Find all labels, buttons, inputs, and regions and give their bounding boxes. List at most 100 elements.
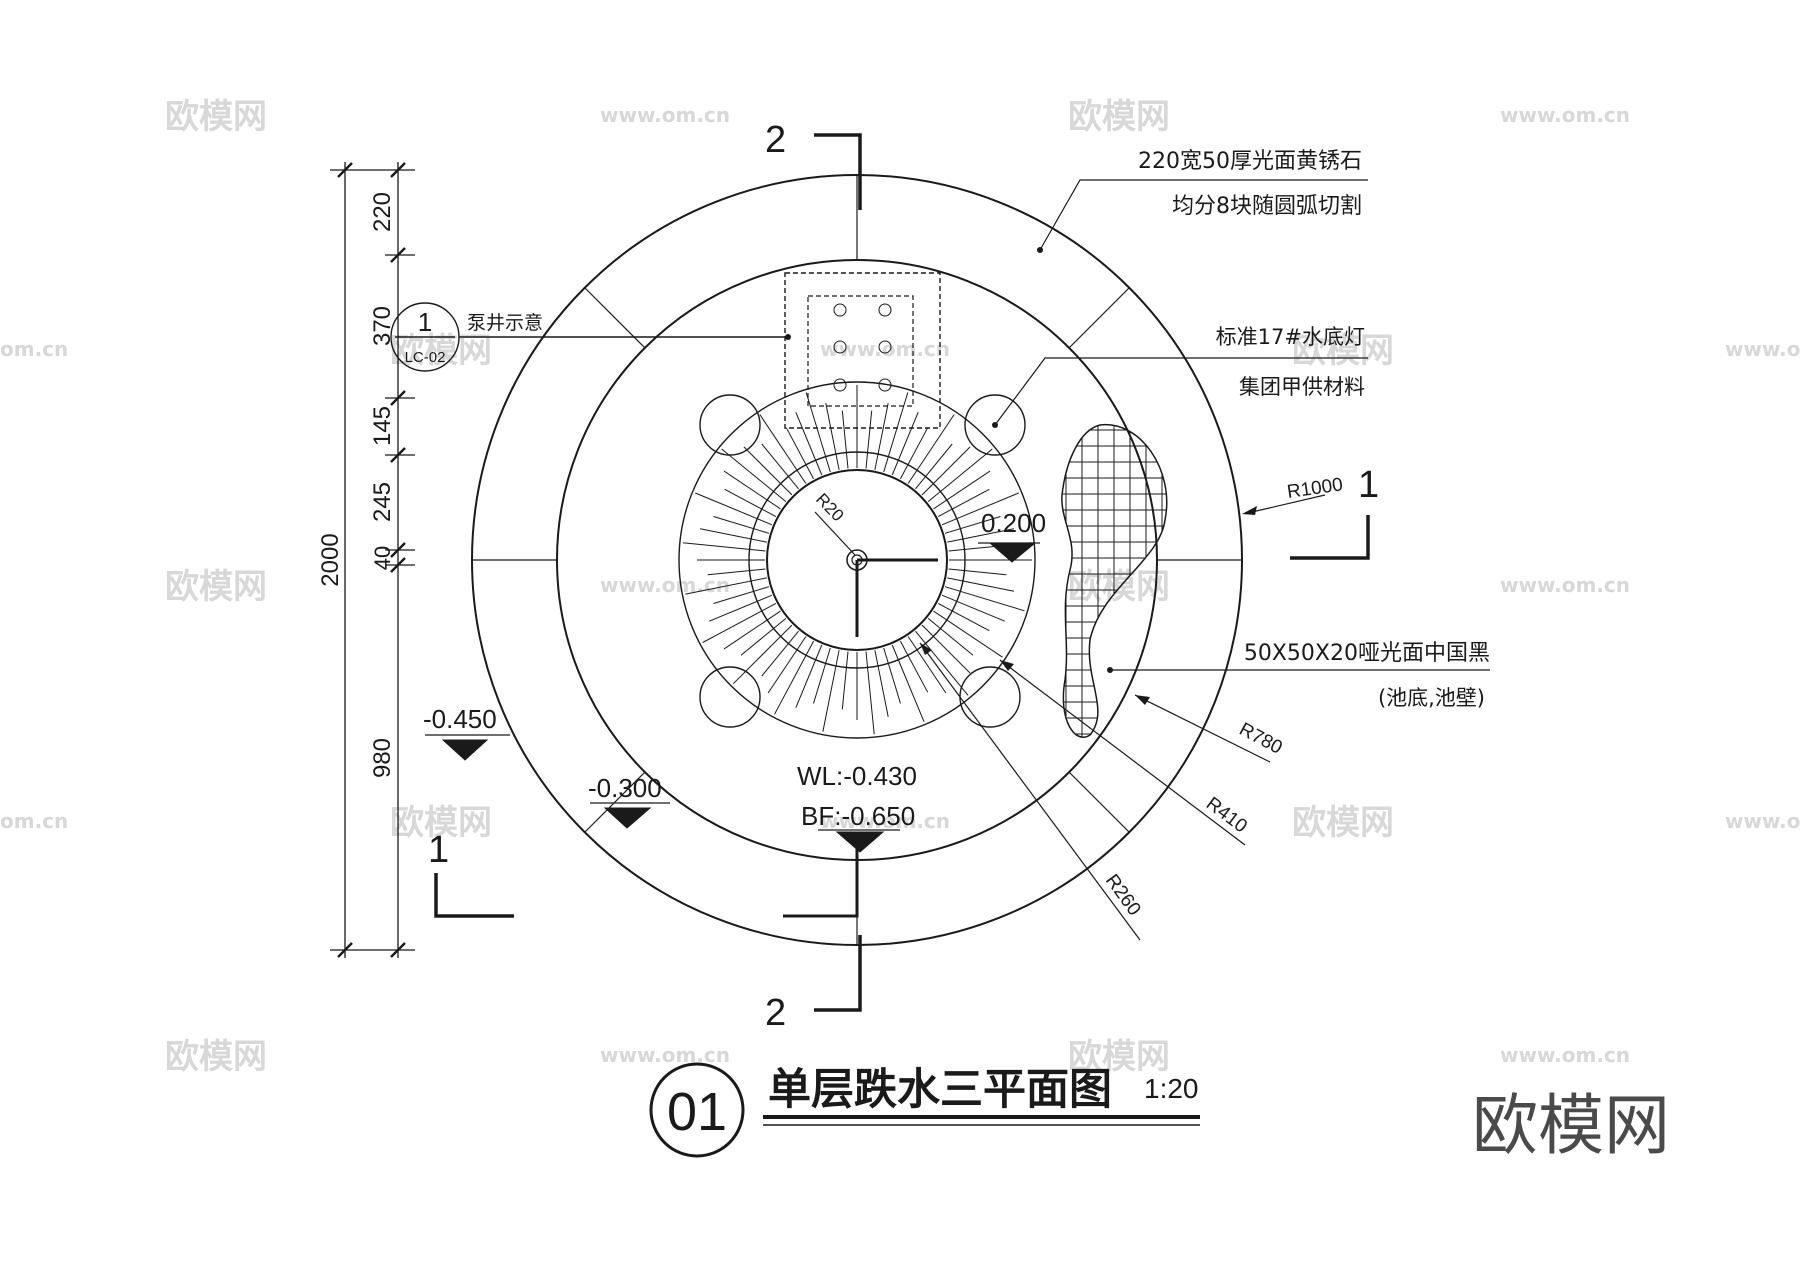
coping-joint: [584, 287, 646, 349]
pump-nozzle: [833, 303, 847, 317]
r20-leader: [814, 511, 856, 556]
detail-ref-label: 泵井示意: [467, 312, 543, 334]
pump-well: [784, 272, 941, 429]
title-block: [649, 1062, 1200, 1158]
dim-tick: [337, 162, 406, 958]
spray-ray: [937, 488, 990, 518]
leader-ends: [920, 247, 1257, 705]
spray-ray: [822, 650, 840, 732]
spray-ray: [685, 577, 767, 595]
spray-ray: [700, 528, 767, 543]
watermark-brand: 欧模网: [1292, 331, 1394, 371]
section-1-right-label: 1: [1358, 464, 1379, 506]
leader-arrow: [920, 643, 932, 655]
watermark-site: www.om.cn: [600, 103, 730, 127]
spray-ray: [883, 392, 909, 473]
title-scale: 1:20: [1144, 1073, 1199, 1104]
spray-ray: [759, 414, 807, 484]
underwater-light: [699, 394, 761, 456]
detail-leader-dot: [785, 334, 791, 340]
coping-joint: [1068, 771, 1130, 833]
spray-ray: [874, 650, 889, 717]
spray-ray: [785, 427, 815, 480]
basin-circle-r410: [678, 381, 1036, 739]
leader-dot: [992, 422, 998, 428]
dim-total: 2000: [317, 533, 344, 586]
spray-ray: [915, 630, 969, 696]
leader-dot: [1107, 667, 1113, 673]
spray-ray: [933, 610, 1003, 658]
spray-ray: [795, 644, 823, 708]
spray-ray: [723, 610, 781, 650]
spray-ray: [743, 446, 793, 496]
spray-ray: [795, 412, 823, 476]
radius-label-r1000: R1000: [1286, 474, 1344, 503]
pump-nozzle: [878, 340, 892, 354]
spray-ray: [761, 443, 799, 490]
spray-ray: [761, 630, 799, 677]
section-cuts: [434, 133, 1370, 1012]
spray-ray: [723, 470, 781, 510]
detail-ref-sheet: LC-02: [405, 349, 446, 366]
watermark-site: www.om.cn: [1500, 103, 1630, 127]
spray-ray: [713, 586, 770, 604]
detail-ref-number: 1: [418, 307, 432, 337]
spray-ray: [774, 640, 815, 715]
water-spray-rays: [682, 385, 1032, 735]
brand-watermark: 欧模网: [1472, 1087, 1670, 1164]
watermark-brand: 欧模网: [165, 1037, 267, 1077]
water-level-label: WL:-0.430: [797, 761, 917, 791]
dim-segment-145: 145: [369, 406, 396, 446]
dim-segment-40: 40: [370, 546, 395, 570]
spray-ray: [702, 602, 777, 643]
watermark-partial: om.cn: [0, 337, 68, 361]
r1000-leader: [1251, 494, 1326, 513]
spray-ray: [944, 516, 1001, 534]
level-label-0200: 0.200: [981, 508, 1046, 538]
weir-circle: [766, 469, 948, 651]
underwater-light: [959, 666, 1021, 728]
stone-leader: [1039, 179, 1368, 251]
spray-ray: [899, 427, 929, 480]
watermark-brand: 欧模网: [165, 567, 267, 607]
dim-segment-980: 980: [369, 738, 396, 778]
underwater-light: [699, 666, 761, 728]
section-1-left-label: 1: [428, 829, 449, 871]
leader-arrow: [1135, 695, 1150, 705]
section-2-top-marker: [814, 133, 862, 210]
leader-arrow: [1000, 660, 1014, 671]
spray-ray: [883, 647, 901, 704]
pump-well-inner: [807, 295, 914, 407]
spray-ray: [713, 516, 770, 534]
section-mark-bottom: [783, 845, 859, 918]
watermark-brand: 欧模网: [1292, 803, 1394, 843]
spray-ray: [724, 488, 777, 518]
spray-ray: [944, 586, 1025, 612]
underwater-light: [964, 394, 1026, 456]
watermark-layer: 欧模网 www.om.cn 欧模网 www.om.cn om.cn 欧模网 ww…: [0, 97, 1800, 1077]
watermark-brand: 欧模网: [165, 97, 267, 137]
spray-ray: [732, 624, 793, 685]
spray-ray: [841, 651, 849, 710]
detail-ref-bubble: [390, 302, 788, 372]
spray-ray: [921, 446, 971, 496]
watermark-brand: 欧模网: [1068, 97, 1170, 137]
watermark-site: www.om.cn: [1725, 337, 1800, 361]
level-triangle: [835, 831, 885, 853]
spray-ray: [891, 644, 925, 722]
watermark-site: www.om.cn: [820, 809, 950, 833]
stone-callout-line1: 220宽50厚光面黄锈石: [1138, 149, 1362, 174]
spray-ray: [941, 594, 1005, 622]
spray-ray: [841, 410, 849, 469]
dim-segment-220: 220: [369, 192, 396, 232]
spray-ray: [907, 414, 955, 484]
pump-nozzle: [833, 340, 847, 354]
spray-ray: [865, 651, 875, 735]
spray-ray: [899, 640, 929, 693]
spray-ray: [682, 542, 766, 552]
tile-callout-line1: 50X50X20哑光面中国黑: [1244, 641, 1490, 666]
spray-ray: [948, 568, 1007, 576]
dimension-chain: [330, 162, 415, 958]
pump-nozzle: [878, 303, 892, 317]
